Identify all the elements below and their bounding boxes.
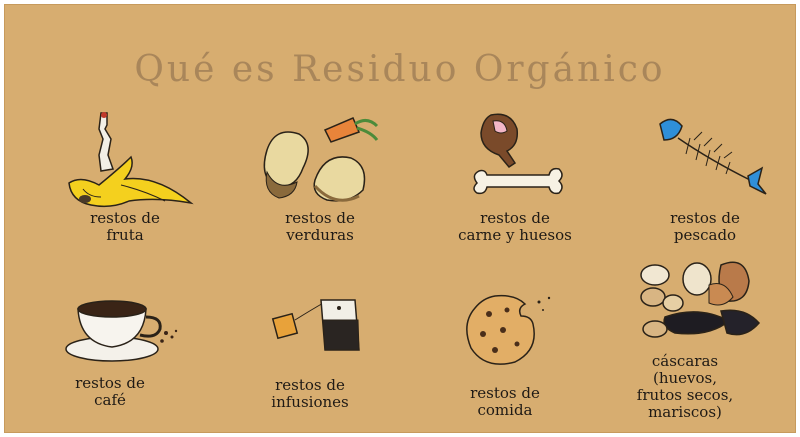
item-label: cáscaras(huevos,frutos secos,mariscos) [636,352,734,421]
bitten-cookie-icon [466,294,551,365]
drumstick-bone-icon [473,113,563,195]
tea-bag-icon [271,299,360,351]
shells-icon [640,261,760,338]
item-cascaras: cáscaras(huevos,frutos secos,mariscos) [630,255,790,430]
banana-apple-core-icon [68,112,194,208]
coffee-cup-icon [65,300,178,362]
potato-carrot-peel-icon [263,117,379,202]
fish-skeleton-icon [659,118,767,195]
page-title: Qué es Residuo Orgánico [134,49,666,90]
